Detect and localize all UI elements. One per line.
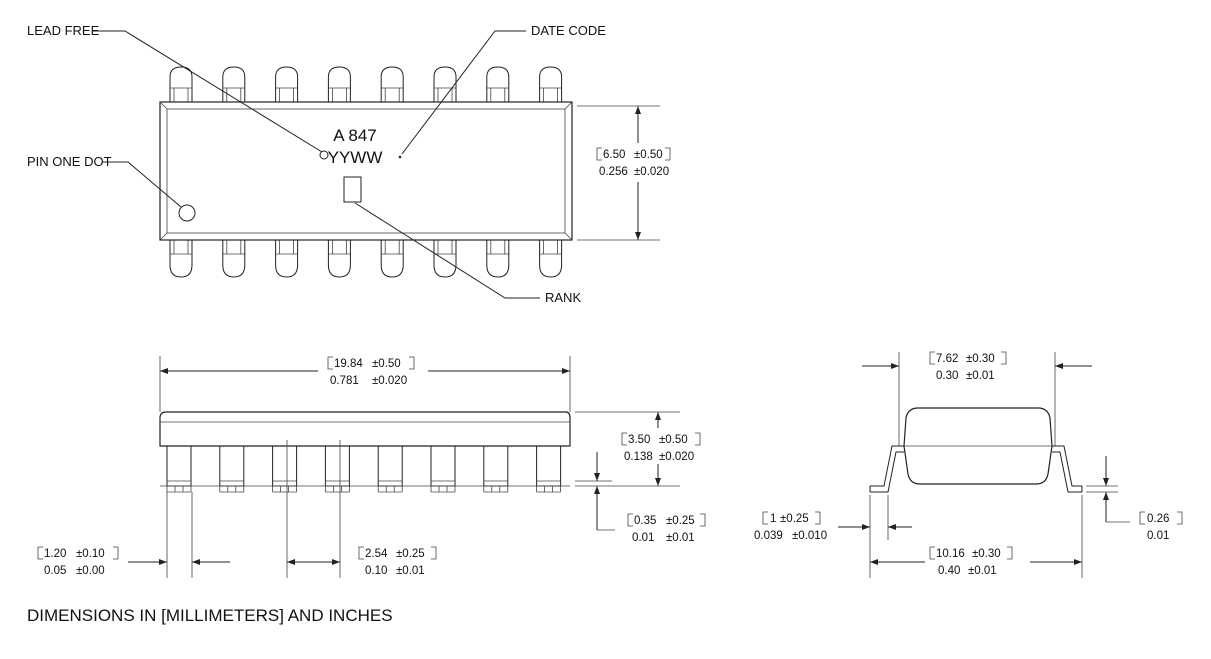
dim-lead-width-in-tol: ±0.00	[76, 565, 105, 577]
dim-pitch-mm-tol: ±0.25	[396, 548, 425, 560]
side-view-lead	[430, 446, 456, 487]
dim-overall-width-mm-tol: ±0.30	[972, 548, 1001, 560]
top-view-lower-lead	[327, 240, 351, 278]
dim-length-in: 0.781	[330, 375, 359, 387]
dim-lead-width-in: 0.05	[44, 565, 66, 577]
top-view: A 847 YYWW LEAD FREE DATE CODE PIN ONE D…	[27, 23, 676, 305]
end-view-left-lead	[870, 445, 904, 487]
dim-overall-width-mm: 10.16	[936, 548, 965, 560]
top-view-upper-lead	[169, 66, 193, 102]
side-view: 19.84 ±0.50 0.781 ±0.020 3.50 ±0.50 0.13…	[37, 352, 706, 578]
dim-pitch-mm: 2.54	[365, 548, 388, 560]
lead-free-mark	[319, 150, 329, 160]
dim-lead-width-mm: 1.20	[44, 548, 66, 560]
dim-width: 6.50 ±0.50 0.256 ±0.020	[596, 147, 671, 178]
dim-pitch-in-tol: ±0.01	[396, 565, 425, 577]
top-view-lower-lead	[380, 240, 404, 278]
dimensions-note: DIMENSIONS IN [MILLIMETERS] AND INCHES	[27, 606, 393, 625]
dim-pitch: 2.54 ±0.25 0.10 ±0.01	[358, 546, 437, 577]
dim-lead-width-mm-tol: ±0.10	[76, 548, 105, 560]
dim-height-in-tol: ±0.020	[659, 451, 694, 463]
dim-height-mm-tol: ±0.50	[659, 434, 688, 446]
top-view-upper-lead	[327, 66, 351, 102]
top-view-lower-lead	[275, 240, 299, 278]
top-view-upper-lead	[275, 66, 299, 102]
part-marking: A 847	[333, 126, 377, 145]
date-marking: YYWW	[328, 148, 383, 167]
top-view-upper-lead	[380, 66, 404, 102]
dim-pitch-in: 0.10	[365, 565, 387, 577]
dim-foot-length-in-tol: ±0.010	[792, 530, 827, 542]
dim-standoff-mm-tol: ±0.25	[666, 515, 695, 527]
pin-one-dot-callout: PIN ONE DOT	[27, 154, 112, 169]
dim-standoff-in-tol: ±0.01	[666, 532, 695, 544]
pin-one-dot	[178, 204, 196, 222]
dim-foot-length-mm: 1	[770, 513, 776, 525]
top-view-body-inner	[166, 108, 566, 234]
top-view-lower-lead	[222, 240, 246, 278]
dim-width-in: 0.256	[599, 166, 628, 178]
side-view-leads	[160, 446, 570, 493]
date-code-callout: DATE CODE	[531, 23, 606, 38]
dim-height-in: 0.138	[624, 451, 653, 463]
top-view-body	[159, 101, 573, 241]
dim-length-mm-tol: ±0.50	[372, 358, 401, 370]
side-view-lead	[483, 446, 509, 487]
dim-height-mm: 3.50	[628, 434, 650, 446]
dim-foot-length: 1 ±0.25 0.039 ±0.010	[754, 511, 827, 542]
side-view-lead	[324, 446, 350, 487]
dim-lead-thickness-in: 0.01	[1147, 530, 1169, 542]
dim-standoff-in: 0.01	[632, 532, 654, 544]
top-view-lower-lead	[169, 240, 193, 278]
top-view-upper-leads	[169, 66, 563, 102]
top-view-lower-lead	[433, 240, 457, 278]
top-view-lower-lead	[539, 240, 563, 278]
dim-width-mm: 6.50	[603, 149, 625, 161]
side-view-lead	[219, 446, 245, 487]
dim-width-in-tol: ±0.020	[634, 166, 669, 178]
dim-width-mm-tol: ±0.50	[634, 149, 663, 161]
dim-body-width-in-tol: ±0.01	[966, 370, 995, 382]
dim-length-in-tol: ±0.020	[372, 375, 407, 387]
top-view-upper-lead	[222, 66, 246, 102]
top-view-upper-lead	[539, 66, 563, 102]
side-view-lead	[166, 446, 192, 487]
side-view-body	[159, 411, 571, 447]
lead-free-callout: LEAD FREE	[27, 23, 100, 38]
top-view-upper-lead	[486, 66, 510, 102]
side-view-lead	[536, 446, 562, 487]
side-view-lead	[272, 446, 298, 487]
top-view-lower-lead	[486, 240, 510, 278]
dim-body-width-mm: 7.62	[936, 353, 958, 365]
dim-standoff: 0.35 ±0.25 0.01 ±0.01	[627, 513, 706, 544]
dim-overall-width-in: 0.40	[938, 565, 960, 577]
dim-length: 19.84 ±0.50 0.781 ±0.020	[327, 356, 415, 387]
dim-standoff-mm: 0.35	[634, 515, 656, 527]
dim-body-width-mm-tol: ±0.30	[966, 353, 995, 365]
end-view: 7.62 ±0.30 0.30 ±0.01 1 ±0.25 0.039 ±0.0…	[754, 351, 1183, 578]
date-code-dot	[398, 155, 402, 159]
dim-length-mm: 19.84	[334, 358, 363, 370]
dim-overall-width-in-tol: ±0.01	[968, 565, 997, 577]
dim-foot-length-mm-tol: ±0.25	[780, 513, 809, 525]
dim-body-width: 7.62 ±0.30 0.30 ±0.01	[929, 351, 1007, 382]
dim-lead-thickness-mm: 0.26	[1147, 513, 1169, 525]
dim-height: 3.50 ±0.50 0.138 ±0.020	[621, 432, 701, 463]
rank-callout: RANK	[545, 290, 581, 305]
dim-overall-width: 10.16 ±0.30 0.40 ±0.01	[929, 546, 1013, 577]
rank-mark	[343, 176, 362, 203]
dim-lead-width: 1.20 ±0.10 0.05 ±0.00	[37, 546, 119, 577]
end-view-right-lead	[1052, 445, 1082, 487]
dim-body-width-in: 0.30	[936, 370, 958, 382]
dim-lead-thickness: 0.26 0.01	[1139, 511, 1183, 542]
top-view-lower-leads	[169, 240, 563, 278]
side-view-lead	[377, 446, 403, 487]
dim-foot-length-in: 0.039	[754, 530, 783, 542]
top-view-upper-lead	[433, 66, 457, 102]
